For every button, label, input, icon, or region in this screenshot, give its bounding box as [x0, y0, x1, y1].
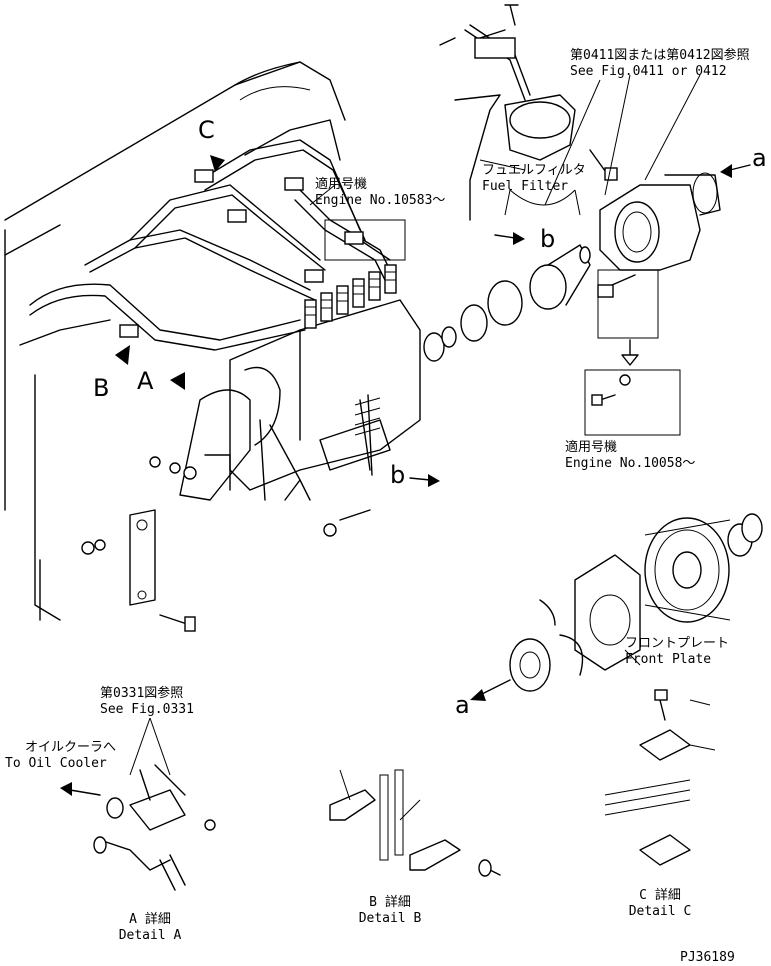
oil-cooler-jp-label: オイルクーラへ [25, 740, 117, 755]
delivery-valve [352, 278, 365, 308]
delivery-valve [320, 292, 333, 322]
detail-c-en-label: Detail C [628, 904, 692, 919]
coupling-lower [509, 599, 584, 692]
tube-callout-box [324, 219, 406, 261]
front-plate-jp-label: フロントプレート [625, 636, 730, 651]
detail-b-en-label: Detail B [358, 911, 422, 926]
detail-b-drawing [329, 769, 501, 877]
detail-c-jp-label: C 詳細 [639, 888, 681, 903]
view-letter-a-lower: a [455, 691, 470, 719]
serial-jp-label-2: 適用号機 [565, 440, 618, 455]
detail-a-en-label: Detail A [118, 928, 182, 943]
engine-serial-callout-box [584, 369, 681, 436]
oil-cooler-en-label: To Oil Cooler [5, 756, 107, 771]
delivery-valve [384, 264, 397, 294]
serial-en-label-1: Engine No.10583～ [315, 193, 446, 208]
view-letter-a-upper: a [752, 144, 767, 172]
delivery-valve [336, 285, 349, 315]
drive-coupling [423, 244, 591, 362]
detail-c-drawing [604, 689, 691, 866]
delivery-valve [304, 299, 317, 329]
fig-0331-jp-label: 第0331図参照 [100, 686, 184, 701]
front-plate [574, 554, 641, 671]
mounting-bracket [81, 456, 371, 632]
detail-b-jp-label: B 詳細 [369, 895, 411, 910]
serial-en-label-2: Engine No.10058～ [565, 456, 696, 471]
view-letter-big-a: A [137, 367, 154, 395]
drive-housing [599, 169, 721, 271]
bolt-callout-box [597, 269, 659, 339]
view-letter-b-upper: b [540, 225, 556, 253]
injection-lines [29, 119, 396, 351]
fuel-filter-jp-label: フュエルフィルタ [482, 163, 586, 178]
engine-block [4, 61, 346, 621]
fig-0411-jp-label: 第0411図または第0412図参照 [570, 48, 750, 63]
view-letter-big-b: B [93, 374, 110, 402]
fuel-filter [439, 24, 581, 221]
drawing-code: PJ36189 [680, 950, 735, 965]
injection-pump [179, 264, 421, 501]
front-plate-en-label: Front Plate [625, 652, 712, 667]
view-letter-b-mid: b [390, 461, 406, 489]
leader-lines [129, 74, 716, 821]
down-arrow-icon [621, 339, 639, 366]
detail-a-drawing [93, 764, 216, 891]
serial-jp-label-1: 適用号機 [315, 177, 368, 192]
timing-gear [644, 513, 763, 623]
delivery-valve [368, 271, 381, 301]
detail-a-jp-label: A 詳細 [129, 912, 171, 927]
fig-0331-en-label: See Fig.0331 [100, 702, 194, 717]
fuel-filter-en-label: Fuel Filter [482, 179, 569, 194]
view-letter-big-c: C [198, 116, 215, 144]
fig-0411-en-label: See Fig.0411 or 0412 [570, 64, 727, 79]
view-arrows [60, 155, 751, 796]
